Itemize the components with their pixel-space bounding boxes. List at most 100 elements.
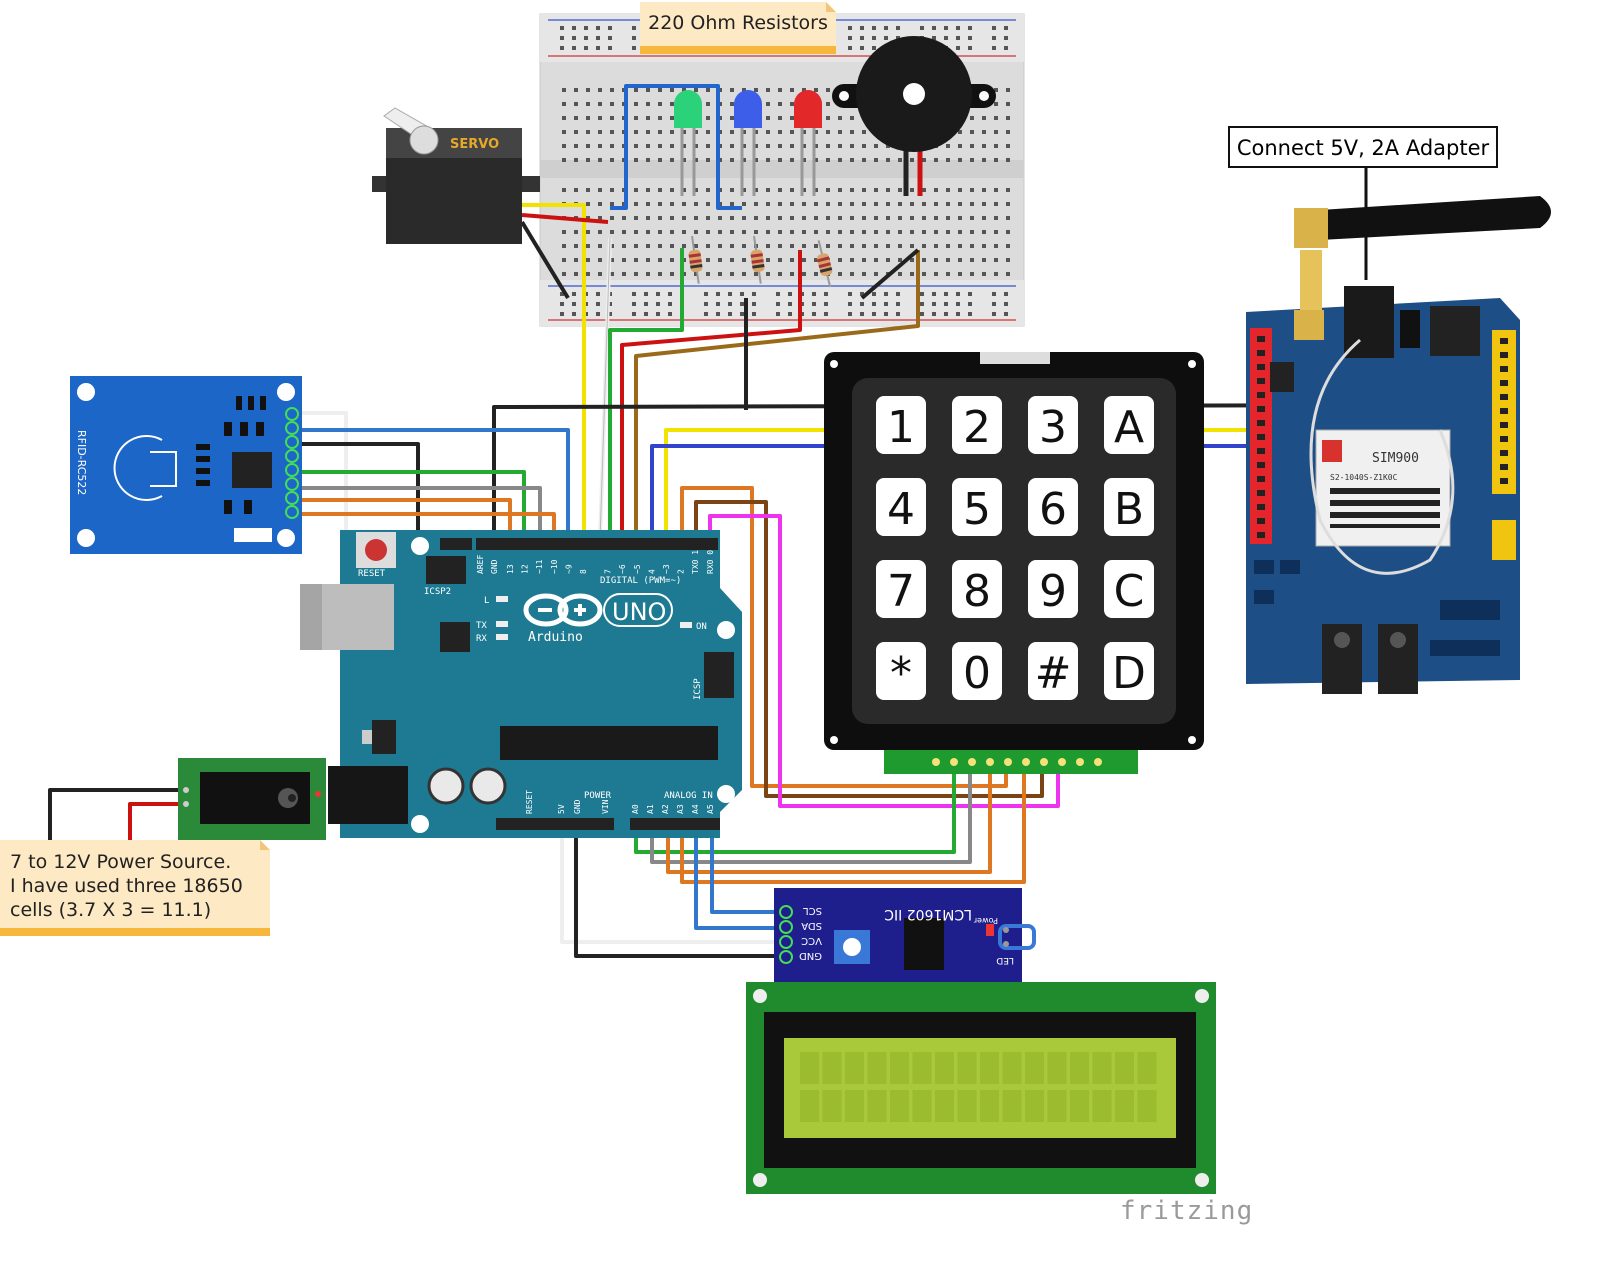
power-pin-label: VIN xyxy=(601,799,610,814)
arduino-pin-label: ~9 xyxy=(564,564,573,574)
arduino-pin-label: 7 xyxy=(604,569,613,574)
led-green xyxy=(674,90,702,196)
keypad-key xyxy=(1104,478,1154,536)
led-l-label: L xyxy=(484,596,489,606)
analog-pin-label: A2 xyxy=(661,804,670,814)
led-blue xyxy=(734,90,762,196)
analog-pin-label: A1 xyxy=(646,804,655,814)
sim900-label: SIM900 xyxy=(1372,451,1419,466)
sim900-model: S2-1040S-Z1K0C xyxy=(1330,473,1398,482)
arduino-pin-label: ~6 xyxy=(618,564,627,574)
led-rx-label: RX xyxy=(476,634,487,644)
lcd-module-led: LED xyxy=(996,955,1014,965)
keypad-key xyxy=(1104,642,1154,700)
rfid-label: RFID-RC522 xyxy=(75,430,88,495)
arduino-pin-label: 12 xyxy=(521,564,530,574)
power-note-line3: cells (3.7 X 3 = 11.1) xyxy=(10,899,212,921)
keypad-key-label: 3 xyxy=(1039,402,1067,453)
keypad-key xyxy=(952,396,1002,454)
i2c-pin-label: VCC xyxy=(801,935,822,946)
analog-pin-label: A5 xyxy=(706,804,715,814)
power-source-note: 7 to 12V Power Source. I have used three… xyxy=(0,840,270,936)
gsm-sim900-shield: SIM900 S2-1040S-Z1K0C xyxy=(1246,196,1551,694)
adapter-note-text: Connect 5V, 2A Adapter xyxy=(1236,136,1490,160)
led-red xyxy=(794,90,822,196)
led-tx-label: TX xyxy=(476,621,487,631)
keypad-key xyxy=(1104,560,1154,618)
i2c-pin-label: SDA xyxy=(801,920,822,931)
servo-label: SERVO xyxy=(450,137,499,152)
buzzer xyxy=(832,36,996,196)
analog-pin-label: A0 xyxy=(631,804,640,814)
keypad-key-label: 7 xyxy=(887,566,915,617)
keypad-key xyxy=(876,396,926,454)
icsp-label: ICSP xyxy=(693,678,703,700)
keypad-key-label: 6 xyxy=(1039,484,1067,535)
rfid-module: RFID-RC522 xyxy=(70,376,302,554)
analog-pin-label: A4 xyxy=(691,804,700,814)
power-pin-label: GND xyxy=(573,799,582,814)
keypad-key-label: 4 xyxy=(887,484,915,535)
keypad-key-label: 2 xyxy=(963,402,991,453)
power-pin-label: RESET xyxy=(525,790,534,814)
arduino-pin-label: 13 xyxy=(506,564,515,574)
arduino-pin-label: RX0 0 xyxy=(706,550,715,574)
arduino-pin-label: 2 xyxy=(677,569,686,574)
power-jack xyxy=(178,758,326,840)
servo-motor: SERVO xyxy=(372,107,540,244)
arduino-pin-label: 8 xyxy=(579,569,588,574)
resistors-note-text: 220 Ohm Resistors xyxy=(648,12,828,34)
lcd-module-power: Power xyxy=(973,916,998,925)
adapter-note: Connect 5V, 2A Adapter xyxy=(1228,126,1498,168)
keypad-key-label: # xyxy=(1035,648,1072,699)
fritzing-watermark: fritzing xyxy=(1120,1196,1254,1226)
arduino-pin-label: GND xyxy=(490,559,499,574)
uno-label: UNO xyxy=(612,598,666,626)
keypad-key-label: 9 xyxy=(1039,566,1067,617)
arduino-pin-label: ~5 xyxy=(633,564,642,574)
keypad-key xyxy=(1028,560,1078,618)
arduino-pin-label: AREF xyxy=(476,555,485,574)
keypad-key xyxy=(876,560,926,618)
lcd-module-title: LCM1602 IIC xyxy=(884,906,972,922)
resistors-note: 220 Ohm Resistors xyxy=(640,2,836,54)
keypad-key-label: 0 xyxy=(963,648,991,699)
arduino-brand: Arduino xyxy=(528,630,583,645)
arduino-pin-label: ~10 xyxy=(550,559,559,574)
keypad-key-label: A xyxy=(1114,402,1144,453)
led-on-label: ON xyxy=(696,622,707,632)
keypad-key xyxy=(876,478,926,536)
keypad-key xyxy=(1104,396,1154,454)
power-note-line2: I have used three 18650 xyxy=(10,875,243,897)
keypad-key-label: * xyxy=(890,648,912,699)
lcd-16x2 xyxy=(746,982,1216,1194)
icsp2-label: ICSP2 xyxy=(424,587,451,597)
i2c-pin-label: SCL xyxy=(803,905,822,916)
keypad-key xyxy=(1028,396,1078,454)
keypad-key-label: 8 xyxy=(963,566,991,617)
keypad-key xyxy=(1028,642,1078,700)
keypad-key xyxy=(952,478,1002,536)
keypad-key-label: B xyxy=(1114,484,1144,535)
keypad-key xyxy=(876,642,926,700)
analog-in-label: ANALOG IN xyxy=(664,791,713,801)
reset-button-label: RESET xyxy=(358,569,386,579)
arduino-pin-label: ~3 xyxy=(662,564,671,574)
arduino-logo xyxy=(523,593,673,627)
analog-pin-label: A3 xyxy=(676,804,685,814)
power-note-line1: 7 to 12V Power Source. xyxy=(10,851,232,873)
resistors xyxy=(688,235,833,288)
arduino-pin-label: ~11 xyxy=(535,559,544,574)
power-label: POWER xyxy=(584,791,612,801)
keypad-key-label: D xyxy=(1112,648,1146,699)
lcd-i2c-module: LCM1602 IIC Power LED SCL SDA VCC GND xyxy=(774,888,1036,998)
i2c-pin-label: GND xyxy=(799,950,822,961)
keypad-key-label: C xyxy=(1114,566,1145,617)
arduino-pin-label: TX0 1 xyxy=(691,550,700,574)
keypad-key xyxy=(952,642,1002,700)
arduino-pin-label: 4 xyxy=(647,569,656,574)
